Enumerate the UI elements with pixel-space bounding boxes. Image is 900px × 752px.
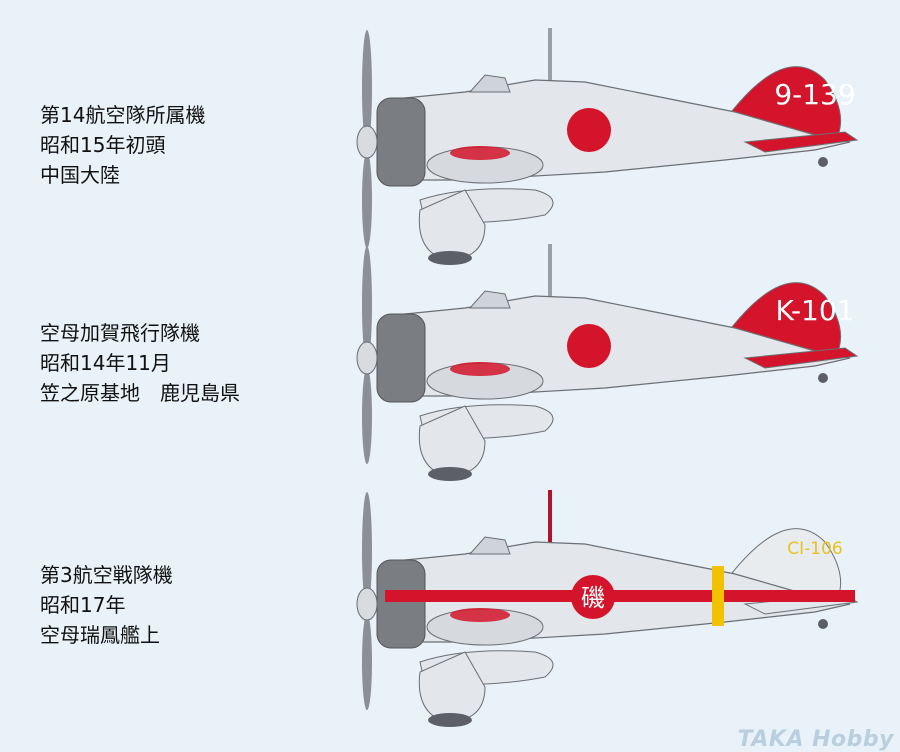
- canopy: [468, 290, 511, 309]
- caption-line: 笠之原基地 鹿児島県: [40, 381, 240, 405]
- antenna-mast: [548, 28, 552, 90]
- engine-cowling: [376, 97, 426, 187]
- tail-wheel: [818, 157, 828, 167]
- tail-code: K-101: [776, 294, 855, 327]
- canopy: [468, 536, 511, 555]
- tail-wheel: [818, 373, 828, 383]
- propeller-blade-upper: [362, 30, 372, 146]
- horizontal-stabilizer: [743, 347, 859, 369]
- propeller-blade-upper: [362, 492, 372, 608]
- caption-line: 空母瑞鳳艦上: [40, 623, 160, 647]
- caption-line: 第3航空戦隊機: [40, 563, 173, 587]
- propeller-blade-lower: [362, 368, 372, 464]
- tail-code: CI-106: [787, 539, 842, 559]
- propeller-blade-upper: [362, 246, 372, 362]
- caption-line: 中国大陸: [40, 163, 120, 187]
- aircraft-profile-2: K-101: [356, 244, 859, 481]
- tail-code: 9-139: [774, 78, 855, 111]
- watermark: TAKA Hobby: [737, 727, 894, 752]
- caption-aircraft-2: 空母加賀飛行隊機 昭和14年11月 笠之原基地 鹿児島県: [40, 318, 240, 408]
- tail-wheel: [818, 619, 828, 629]
- canopy: [468, 74, 511, 93]
- horizontal-stabilizer: [743, 131, 859, 153]
- wing-hinomaru: [450, 146, 510, 160]
- caption-line: 昭和14年11月: [40, 351, 171, 375]
- caption-line: 空母加賀飛行隊機: [40, 321, 200, 345]
- wheel: [428, 467, 472, 481]
- caption-aircraft-1: 第14航空隊所属機 昭和15年初頭 中国大陸: [40, 100, 205, 190]
- hinomaru: [567, 324, 611, 368]
- caption-line: 昭和15年初頭: [40, 133, 166, 157]
- propeller-spinner: [356, 125, 378, 159]
- propeller-blade-lower: [362, 152, 372, 248]
- engine-cowling: [376, 559, 426, 649]
- wheel: [428, 713, 472, 727]
- engine-cowling: [376, 313, 426, 403]
- fuselage-band: [385, 590, 855, 602]
- wheel: [428, 251, 472, 265]
- antenna-mast: [548, 244, 552, 306]
- propeller-spinner: [356, 341, 378, 375]
- hinomaru: [567, 108, 611, 152]
- caption-aircraft-3: 第3航空戦隊機 昭和17年 空母瑞鳳艦上: [40, 560, 173, 650]
- yellow-band: [712, 566, 724, 626]
- caption-line: 昭和17年: [40, 593, 126, 617]
- antenna-mast: [548, 490, 552, 552]
- wing-hinomaru: [450, 362, 510, 376]
- aircraft-profile-1: 9-139: [356, 28, 859, 265]
- aircraft-profile-3: 磯 CI-106: [356, 490, 859, 727]
- fuselage-kanji: 磯: [581, 584, 605, 612]
- wing-hinomaru: [450, 608, 510, 622]
- propeller-spinner: [356, 587, 378, 621]
- fuselage-marking: [571, 575, 615, 619]
- caption-line: 第14航空隊所属機: [40, 103, 206, 127]
- propeller-blade-lower: [362, 614, 372, 710]
